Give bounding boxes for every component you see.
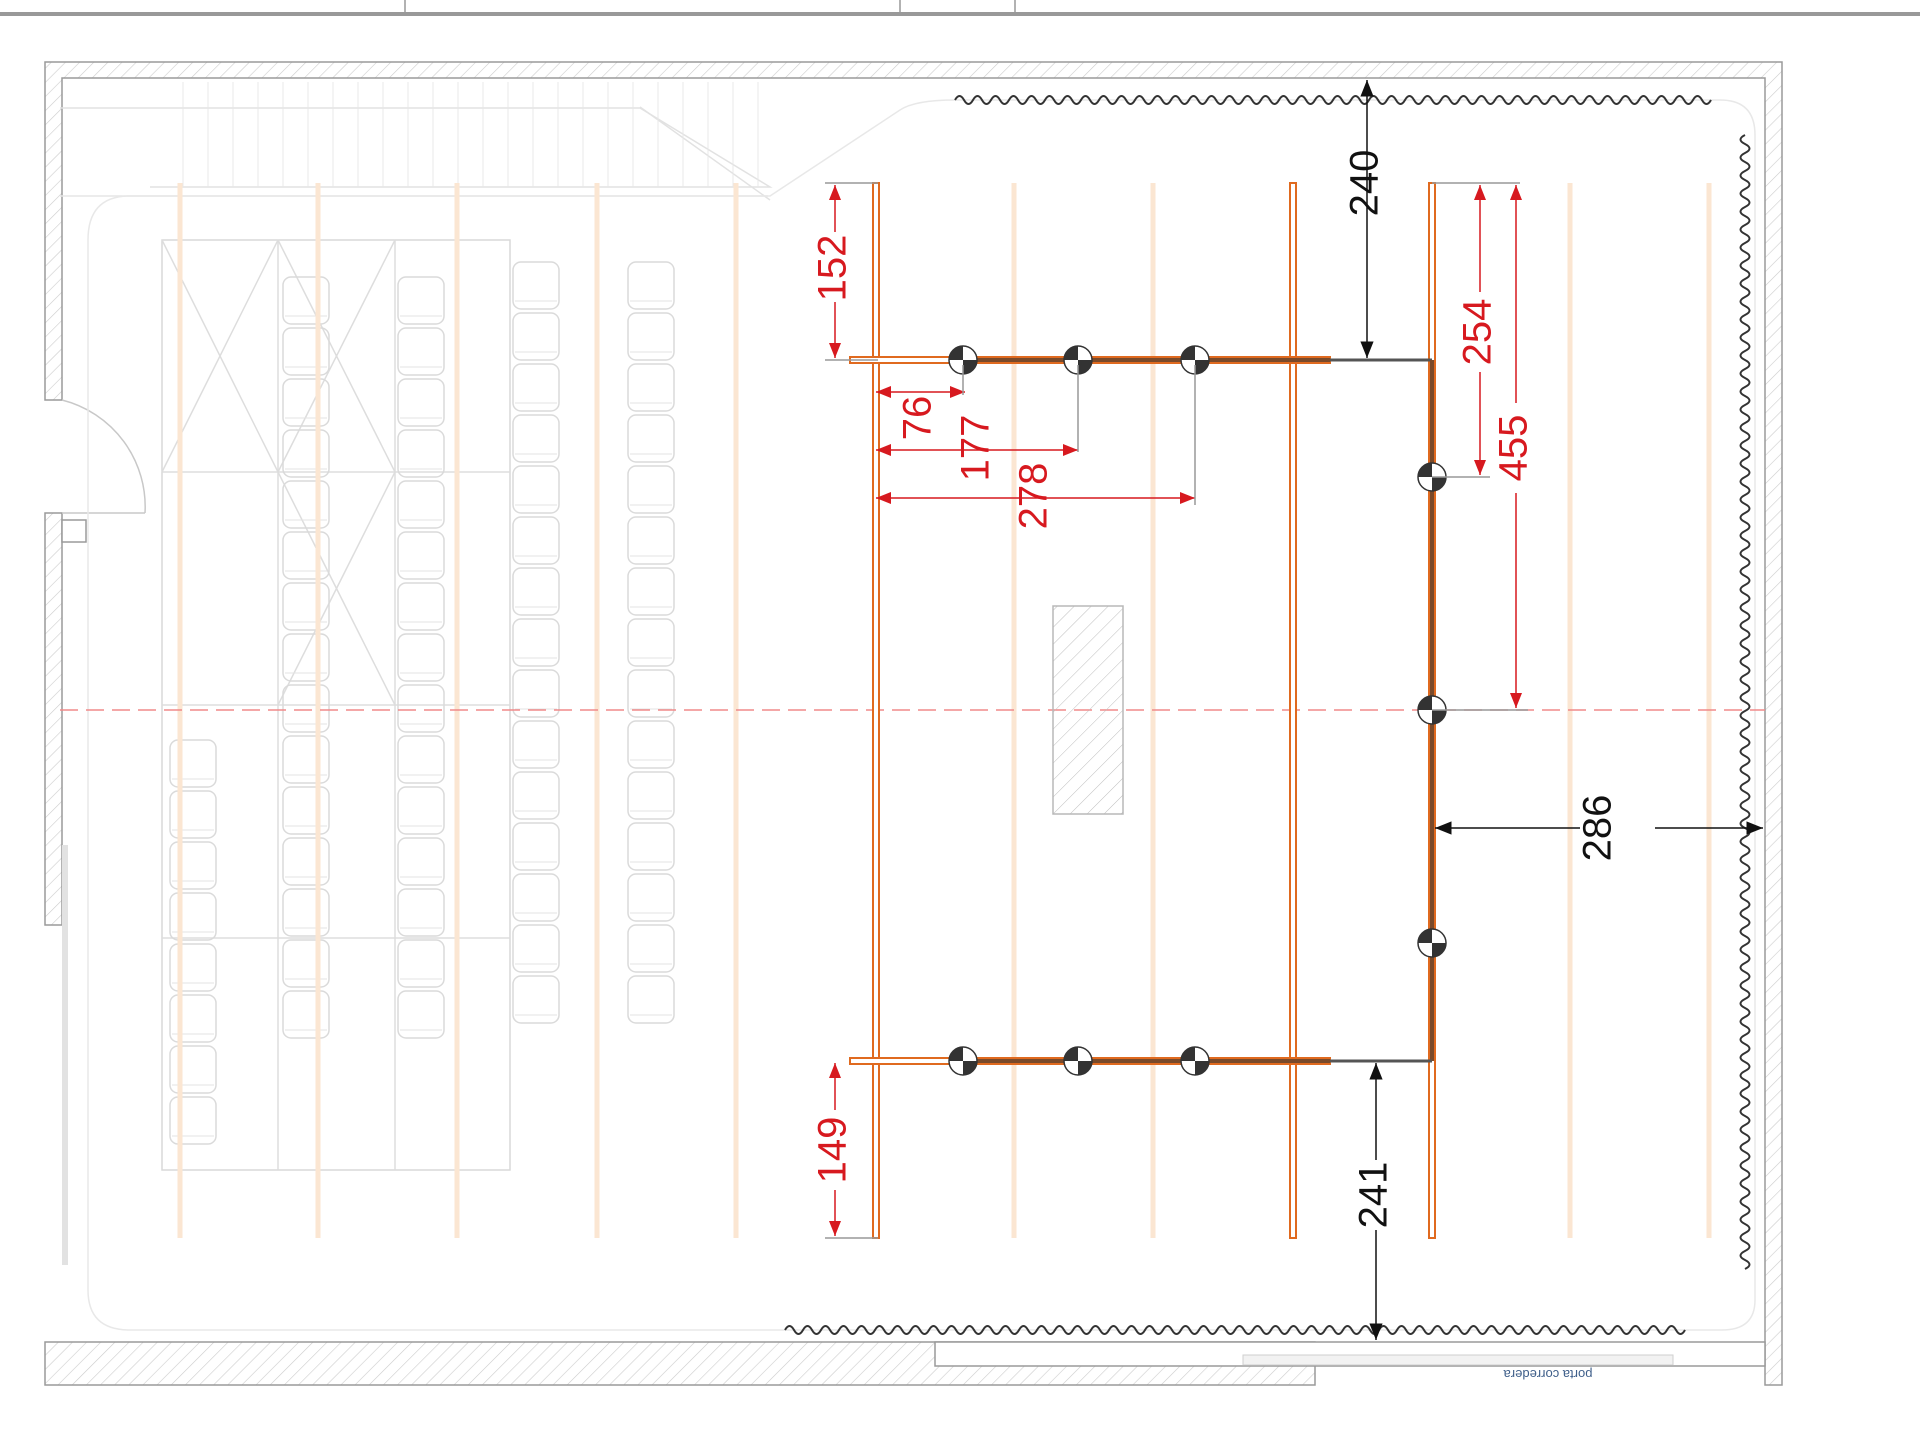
dim-455: 455: [1492, 415, 1536, 482]
seat: [282, 327, 330, 376]
seat: [512, 975, 560, 1024]
seat: [397, 633, 445, 682]
seat: [512, 669, 560, 718]
seat: [512, 720, 560, 769]
seat: [512, 618, 560, 667]
seat: [169, 1096, 217, 1145]
curtain-right: [1739, 134, 1751, 1270]
seat: [512, 516, 560, 565]
stage-table: [1052, 605, 1124, 815]
seat: [397, 684, 445, 733]
seat: [169, 1045, 217, 1094]
seat: [397, 276, 445, 325]
seat: [282, 531, 330, 580]
spotlight-icon: [1063, 345, 1093, 375]
seat: [512, 924, 560, 973]
seat: [627, 414, 675, 463]
dim-76: 76: [896, 396, 940, 441]
dim-254: 254: [1456, 299, 1500, 366]
seat: [397, 429, 445, 478]
seat: [512, 465, 560, 514]
seat: [627, 822, 675, 871]
seat: [512, 567, 560, 616]
seat: [282, 480, 330, 529]
dimension-labels: 152 76 177 278 149 240 254 455 286 241: [811, 150, 1620, 1229]
seat: [512, 414, 560, 463]
dim-149: 149: [811, 1117, 855, 1184]
seat: [169, 739, 217, 788]
seat: [282, 837, 330, 886]
seat: [169, 841, 217, 890]
seat: [627, 873, 675, 922]
seat: [627, 363, 675, 412]
curtain-top: [954, 95, 1712, 105]
seat: [627, 465, 675, 514]
seat: [169, 790, 217, 839]
seat: [627, 924, 675, 973]
seat: [627, 312, 675, 361]
seat: [397, 531, 445, 580]
seat: [282, 582, 330, 631]
spotlight-icon: [948, 345, 978, 375]
seat: [397, 480, 445, 529]
walls: [44, 61, 1783, 1386]
dim-286: 286: [1576, 795, 1620, 862]
seat: [512, 363, 560, 412]
seat: [282, 888, 330, 937]
seat: [169, 892, 217, 941]
seat: [627, 975, 675, 1024]
seat: [397, 327, 445, 376]
seat: [627, 720, 675, 769]
seating-area: [60, 82, 1756, 1331]
spotlight-icon: [1063, 1046, 1093, 1076]
seat: [627, 618, 675, 667]
seat: [627, 669, 675, 718]
spotlight-icon: [1180, 345, 1210, 375]
seat: [169, 994, 217, 1043]
spotlight-icon: [1417, 928, 1447, 958]
seat: [282, 735, 330, 784]
seat: [282, 786, 330, 835]
title-frame: [0, 0, 1920, 16]
spotlight-icon: [948, 1046, 978, 1076]
seat: [512, 771, 560, 820]
seat: [397, 735, 445, 784]
seat: [282, 429, 330, 478]
dim-152: 152: [811, 235, 855, 302]
seat: [169, 943, 217, 992]
audience-seats: [169, 261, 675, 1145]
seat: [512, 312, 560, 361]
entrance-door: [61, 399, 146, 514]
seat: [627, 516, 675, 565]
seat: [397, 939, 445, 988]
dim-240: 240: [1343, 150, 1387, 217]
seat: [397, 990, 445, 1039]
seat: [397, 378, 445, 427]
seat: [397, 888, 445, 937]
seat: [282, 990, 330, 1039]
curtain-bottom: [784, 1325, 1686, 1335]
dimension-lines: [825, 80, 1763, 1340]
seat: [282, 378, 330, 427]
spotlight-icon: [1180, 1046, 1210, 1076]
seat: [397, 837, 445, 886]
seat: [282, 939, 330, 988]
seat: [627, 771, 675, 820]
dim-177: 177: [954, 415, 998, 482]
seat: [627, 567, 675, 616]
seat: [282, 633, 330, 682]
seat: [397, 582, 445, 631]
seat: [397, 786, 445, 835]
seat: [512, 873, 560, 922]
sliding-door: porta corredera: [1242, 1354, 1674, 1382]
seat: [512, 261, 560, 310]
dim-278: 278: [1012, 463, 1056, 530]
dim-241: 241: [1352, 1162, 1396, 1229]
seat: [282, 684, 330, 733]
seat: [627, 261, 675, 310]
seat: [512, 822, 560, 871]
sliding-door-label: porta corredera: [1503, 1367, 1593, 1382]
seat: [282, 276, 330, 325]
